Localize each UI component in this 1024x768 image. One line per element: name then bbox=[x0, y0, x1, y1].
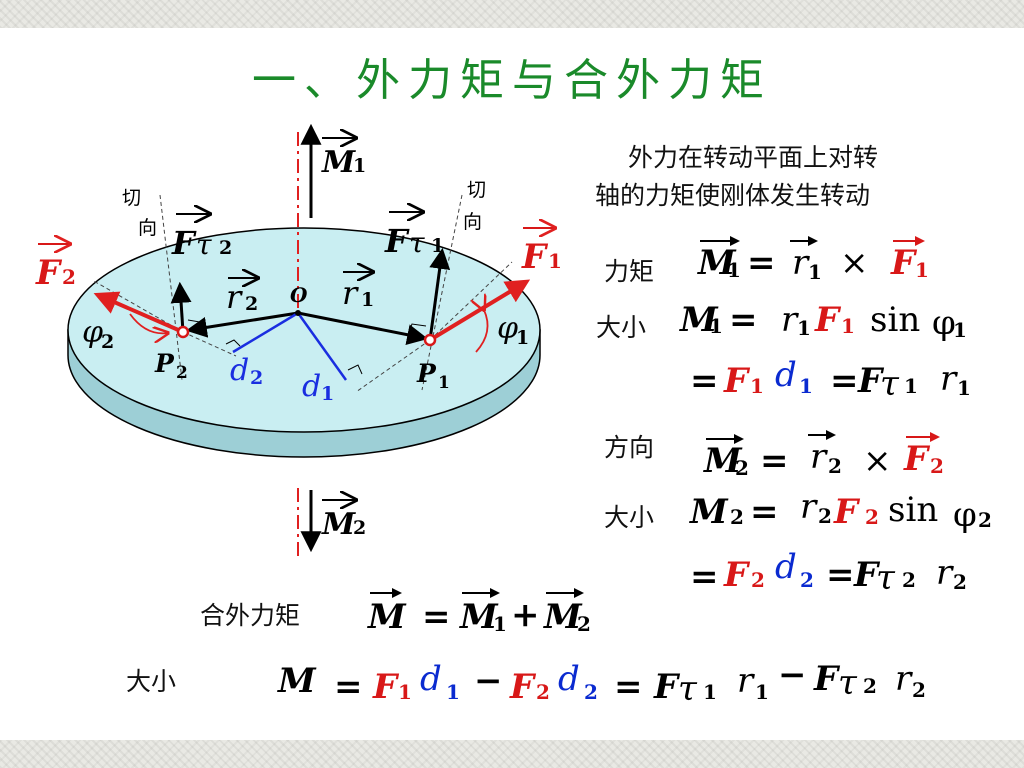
label-f1: F bbox=[521, 237, 549, 277]
label-p1-sub: 1 bbox=[438, 373, 450, 393]
label-magnitude-3: 大小 bbox=[126, 667, 177, 696]
bottom-texture-band bbox=[0, 740, 1024, 768]
label-p2-sub: 2 bbox=[176, 363, 188, 383]
top-texture-band bbox=[0, 0, 1024, 28]
label-d2-sub: 2 bbox=[250, 367, 263, 389]
tangent-label-left-2: 向 bbox=[138, 217, 157, 239]
label-m2: M bbox=[321, 507, 356, 542]
label-phi1-sub: 1 bbox=[516, 327, 529, 349]
label-resultant-moment: 合外力矩 bbox=[200, 601, 301, 630]
p1-right-angle-mark bbox=[407, 323, 427, 335]
label-m2-sub: 2 bbox=[353, 517, 366, 539]
point-o bbox=[295, 310, 301, 316]
label-phi2: φ bbox=[82, 315, 103, 350]
phi1-arc bbox=[476, 310, 489, 353]
label-moment: 力矩 bbox=[604, 257, 655, 286]
label-direction: 方向 bbox=[604, 433, 655, 462]
tangent-line-right bbox=[421, 194, 463, 391]
f1-line-of-action bbox=[355, 339, 431, 393]
tangent-label-right-1: 切 bbox=[467, 179, 486, 201]
label-phi1: φ bbox=[497, 311, 518, 346]
disk bbox=[67, 227, 541, 458]
slide-title: 一、外力矩与合外力矩 bbox=[252, 55, 772, 106]
label-p1: P bbox=[416, 359, 437, 388]
label-d2: d bbox=[230, 353, 249, 388]
d1-right-angle-mark bbox=[347, 364, 363, 375]
description-line-1: 外力在转动平面上对转 bbox=[628, 143, 879, 172]
label-r1-sub: 1 bbox=[361, 289, 374, 311]
label-f2: F bbox=[35, 253, 63, 293]
label-phi2-sub: 2 bbox=[101, 331, 114, 353]
label-r1: r bbox=[342, 274, 359, 312]
d2-lever-arm bbox=[232, 311, 299, 354]
f-tau1-vector bbox=[428, 247, 451, 341]
label-m1: M bbox=[321, 145, 356, 180]
label-d1-sub: 1 bbox=[321, 383, 334, 405]
r2-vector bbox=[185, 311, 299, 338]
d1-lever-arm bbox=[296, 312, 348, 381]
phi2-arc bbox=[129, 313, 168, 333]
p2-right-angle-mark bbox=[187, 319, 201, 334]
description-line-2: 轴的力矩使刚体发生转动 bbox=[595, 181, 871, 210]
label-ftau1-sub: 1 bbox=[431, 235, 444, 257]
label-r2-sub: 2 bbox=[245, 293, 258, 315]
label-ftau2-tau: τ bbox=[196, 228, 212, 261]
label-origin: O bbox=[290, 283, 308, 307]
label-m1-sub: 1 bbox=[353, 155, 366, 177]
point-p2 bbox=[176, 325, 190, 339]
label-magnitude-2: 大小 bbox=[604, 503, 655, 532]
tangent-label-left-1: 切 bbox=[122, 187, 141, 209]
r1-vector bbox=[297, 311, 429, 346]
label-r2: r bbox=[226, 278, 243, 316]
label-f1-sub: 1 bbox=[548, 249, 562, 273]
label-p2: P bbox=[154, 349, 175, 378]
d2-right-angle-mark bbox=[225, 339, 241, 347]
label-magnitude-1: 大小 bbox=[596, 313, 647, 342]
point-p1 bbox=[423, 333, 437, 347]
tangent-label-right-2: 向 bbox=[463, 211, 482, 233]
f-tau2-vector bbox=[170, 281, 192, 333]
label-ftau2-sub: 2 bbox=[219, 237, 232, 259]
diagram-labels: 切 向 切 向 M 1 M 2 F τ 2 F τ 1 F 1 F 2 r 2 … bbox=[35, 145, 562, 542]
label-ftau2-f: F bbox=[171, 224, 197, 262]
label-f2-sub: 2 bbox=[62, 265, 76, 289]
label-d1: d bbox=[302, 369, 321, 404]
label-ftau1-f: F bbox=[384, 222, 410, 260]
rotating-disk-diagram: 切 向 切 向 M 1 M 2 F τ 2 F τ 1 F 1 F 2 r 2 … bbox=[35, 123, 562, 558]
label-ftau1-tau: τ bbox=[409, 226, 425, 259]
